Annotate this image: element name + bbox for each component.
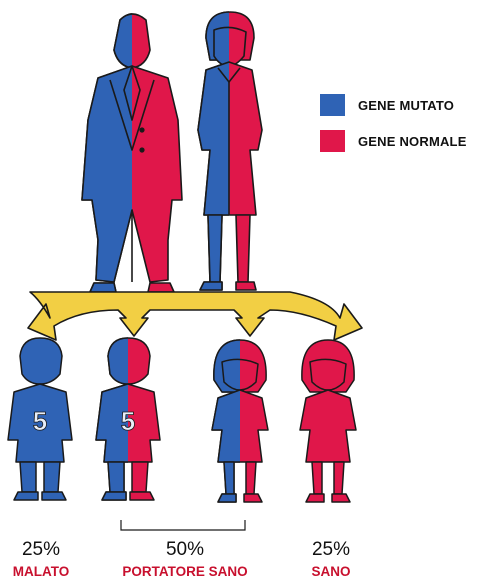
inheritance-arrow: [28, 292, 362, 340]
child-healthy-figure: [300, 340, 356, 502]
caption-carrier: PORTATORE SANO: [105, 564, 265, 579]
caption-healthy: SANO: [296, 564, 366, 579]
carrier-bracket: [121, 520, 245, 530]
child-carrier-boy-shirt-number: 5: [121, 406, 135, 436]
child-affected-shirt-number: 5: [33, 406, 47, 436]
caption-affected: MALATO: [0, 564, 82, 579]
legend-swatch-mutated: [320, 94, 345, 116]
mother-figure: [198, 12, 262, 290]
legend-label-mutated: GENE MUTATO: [358, 98, 454, 113]
percent-carrier: 50%: [150, 539, 220, 561]
percent-healthy: 25%: [300, 539, 362, 561]
percent-affected: 25%: [10, 539, 72, 561]
legend-item-mutated: GENE MUTATO: [320, 94, 454, 116]
child-carrier-girl-figure: [212, 340, 268, 502]
legend-label-normal: GENE NORMALE: [358, 134, 467, 149]
legend-item-normal: GENE NORMALE: [320, 130, 467, 152]
father-figure: [82, 14, 182, 292]
legend-swatch-normal: [320, 130, 345, 152]
